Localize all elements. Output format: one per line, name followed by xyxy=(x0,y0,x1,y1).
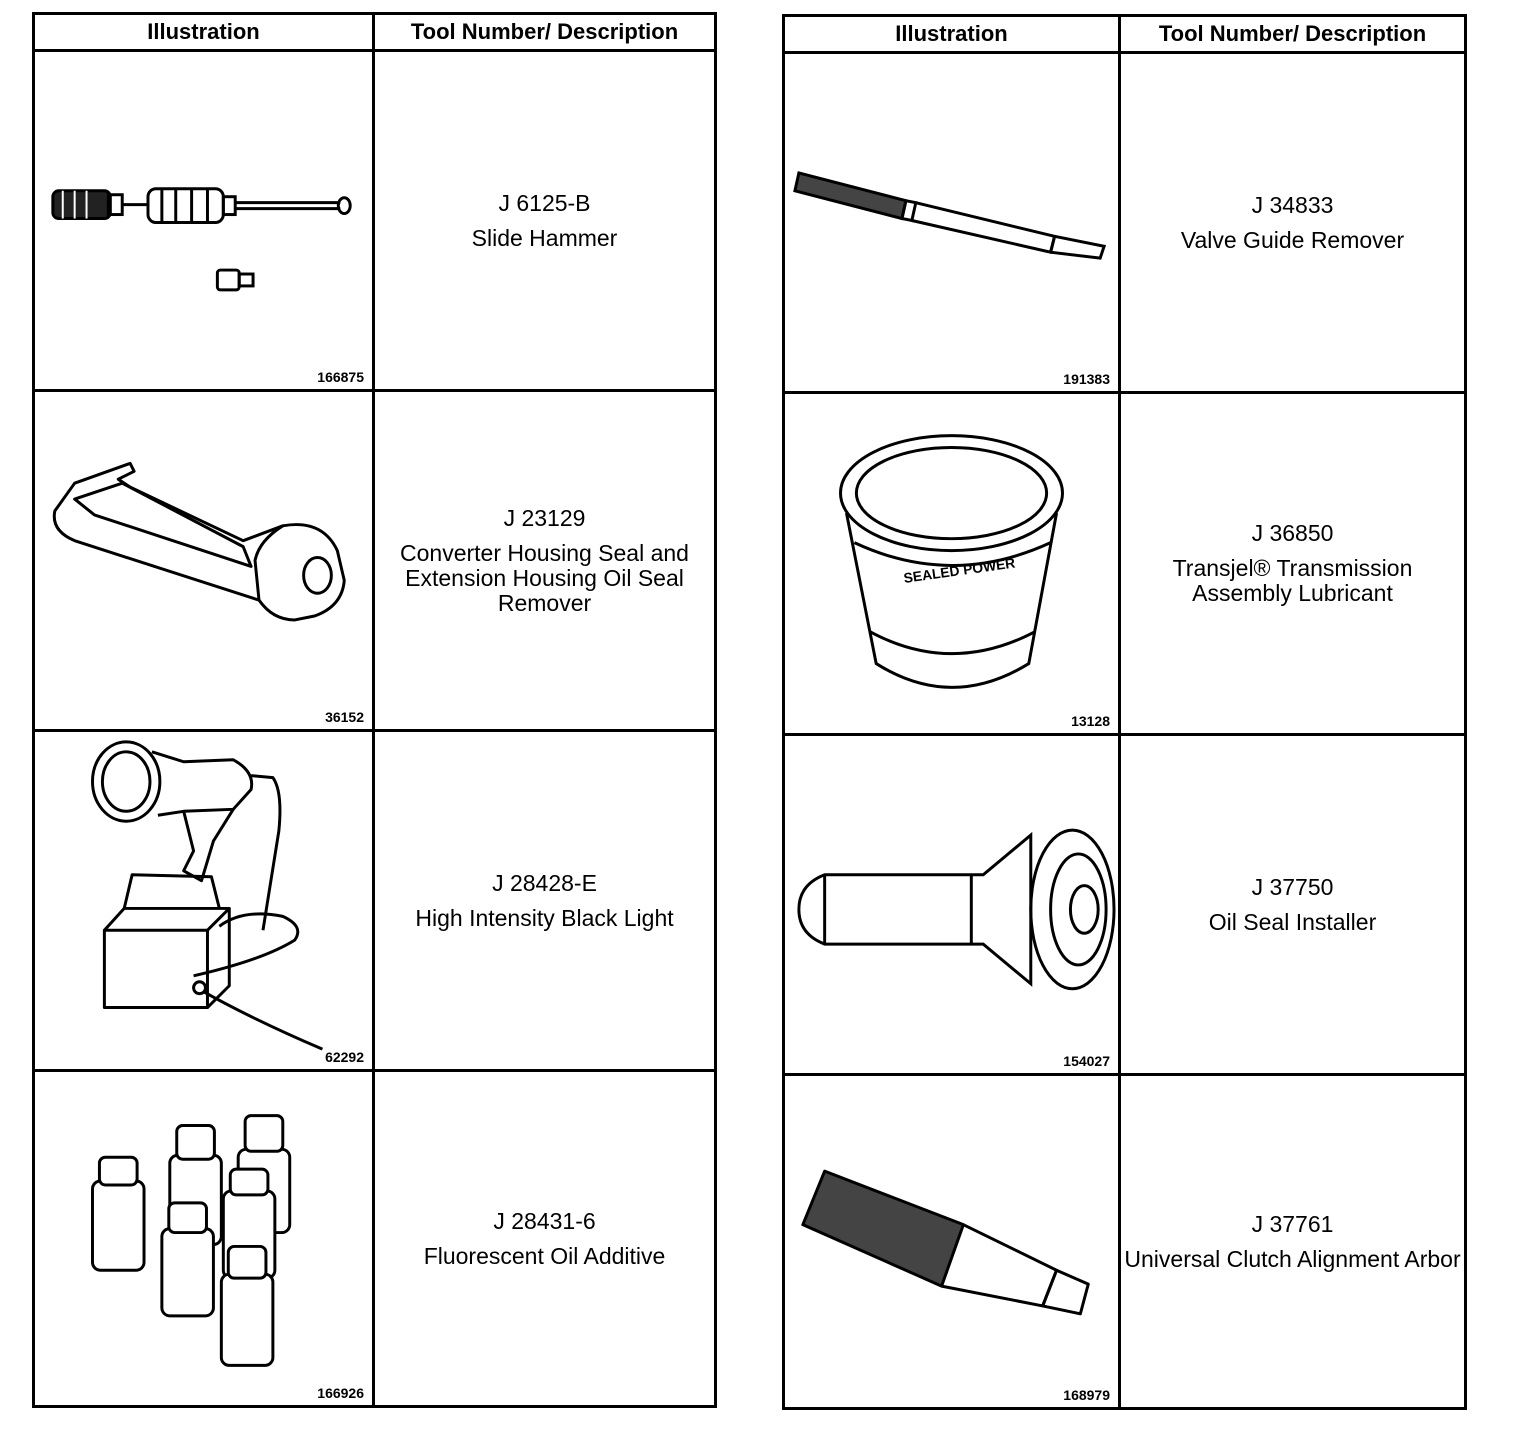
tool-description-cell: J 36850 Transjel® Transmission Assembly … xyxy=(1118,391,1467,736)
tool-name: Oil Seal Installer xyxy=(1208,908,1377,935)
tool-name: Valve Guide Remover xyxy=(1180,226,1405,253)
table-row: 191383 J 34833 Valve Guide Remover xyxy=(782,51,1467,394)
figure-number: 166875 xyxy=(317,369,364,385)
tool-description-cell: J 34833 Valve Guide Remover xyxy=(1118,51,1467,394)
table-row: 62292 J 28428-E High Intensity Black Lig… xyxy=(32,729,717,1072)
tool-number: J 34833 xyxy=(1251,191,1334,218)
tool-name: Slide Hammer xyxy=(471,224,618,251)
valve-guide-remover-icon xyxy=(793,171,1107,260)
clutch-arbor-icon xyxy=(801,1169,1090,1316)
table-row: 166875 J 6125-B Slide Hammer xyxy=(32,49,717,392)
oil-seal-installer-icon xyxy=(797,828,1116,991)
table-row: 166926 J 28431-6 Fluorescent Oil Additiv… xyxy=(32,1068,717,1409)
table-row: SEALED POWER 13128 J 36850 Transjel® Tra… xyxy=(782,391,1467,736)
figure-number: 168979 xyxy=(1063,1387,1110,1404)
tool-description-cell: J 37750 Oil Seal Installer xyxy=(1118,733,1467,1076)
tool-header: Tool Number/ Description xyxy=(1118,14,1467,54)
illustration-header: Illustration xyxy=(782,14,1121,54)
illustration-header: Illustration xyxy=(32,12,375,52)
tool-description-cell: J 37761 Universal Clutch Alignment Arbor xyxy=(1118,1072,1467,1411)
tool-number: J 28428-E xyxy=(492,869,597,896)
tool-description-cell: J 6125-B Slide Hammer xyxy=(372,49,717,392)
tool-description-cell: J 28428-E High Intensity Black Light xyxy=(372,729,717,1072)
black-light-icon xyxy=(91,740,324,1051)
oil-bottles-icon xyxy=(91,1114,292,1367)
seal-remover-icon xyxy=(52,461,346,622)
illustration-cell: 168979 xyxy=(782,1072,1121,1411)
illustration-cell: 191383 xyxy=(782,51,1121,394)
illustration-cell: 36152 xyxy=(32,389,375,732)
illustration-cell: 154027 xyxy=(782,733,1121,1076)
figure-number: 166926 xyxy=(317,1385,364,1402)
figure-number: 191383 xyxy=(1063,371,1110,387)
tool-number: J 37761 xyxy=(1251,1210,1334,1237)
tool-number: J 37750 xyxy=(1251,873,1334,900)
slide-hammer-icon xyxy=(51,187,352,292)
tool-name: Fluorescent Oil Additive xyxy=(423,1242,666,1269)
tool-number: J 6125-B xyxy=(498,189,591,216)
svg-text:SEALED POWER: SEALED POWER xyxy=(903,554,1017,585)
right-tool-table: Illustration Tool Number/ Description 19… xyxy=(782,14,1467,1411)
header-row: Illustration Tool Number/ Description xyxy=(782,14,1467,54)
tool-name: Transjel® Transmission Assembly Lubrican… xyxy=(1172,555,1413,606)
tool-number: J 28431-6 xyxy=(493,1207,596,1234)
illustration-cell: SEALED POWER 13128 xyxy=(782,391,1121,736)
table-row: 36152 J 23129 Converter Housing Seal and… xyxy=(32,389,717,732)
tool-header: Tool Number/ Description xyxy=(372,12,717,52)
left-tool-table: Illustration Tool Number/ Description xyxy=(32,12,717,1409)
illustration-cell: 166926 xyxy=(32,1068,375,1409)
figure-number: 13128 xyxy=(1071,713,1110,729)
tool-name: Universal Clutch Alignment Arbor xyxy=(1124,1245,1461,1272)
tool-name: Converter Housing Seal and Extension Hou… xyxy=(400,539,689,616)
table-row: 154027 J 37750 Oil Seal Installer xyxy=(782,733,1467,1076)
header-row: Illustration Tool Number/ Description xyxy=(32,12,717,52)
figure-number: 36152 xyxy=(325,709,364,725)
tool-number: J 36850 xyxy=(1251,520,1334,546)
tool-number: J 23129 xyxy=(503,504,586,531)
illustration-cell: 62292 xyxy=(32,729,375,1072)
tool-description-cell: J 28431-6 Fluorescent Oil Additive xyxy=(372,1068,717,1409)
table-row: 168979 J 37761 Universal Clutch Alignmen… xyxy=(782,1072,1467,1411)
tool-description-cell: J 23129 Converter Housing Seal and Exten… xyxy=(372,389,717,732)
figure-number: 62292 xyxy=(325,1049,364,1065)
figure-number: 154027 xyxy=(1063,1053,1110,1069)
tool-name: High Intensity Black Light xyxy=(415,904,674,931)
lubricant-tub-icon: SEALED POWER xyxy=(839,434,1064,689)
illustration-cell: 166875 xyxy=(32,49,375,392)
